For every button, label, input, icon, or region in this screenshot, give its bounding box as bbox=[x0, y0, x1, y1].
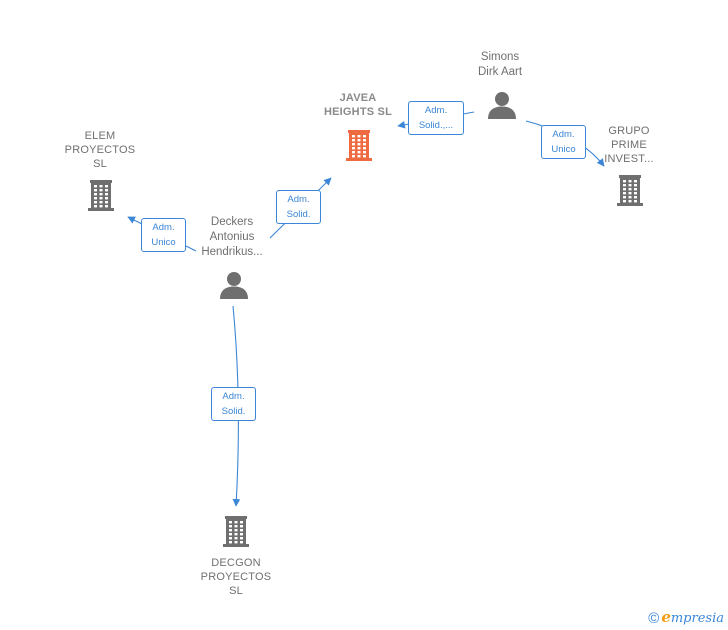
edge-label-line: Unico bbox=[551, 144, 576, 155]
brand-name: mpresia bbox=[670, 611, 724, 626]
node-label-elem[interactable]: ELEM PROYECTOS SL bbox=[52, 129, 148, 171]
edges-layer bbox=[127, 111, 605, 507]
javea-line-2: HEIGHTS SL bbox=[323, 106, 392, 118]
building-icon[interactable] bbox=[221, 514, 251, 548]
edge-label-simons-javea[interactable]: Adm. Solid.,... bbox=[408, 101, 464, 135]
edge-label-simons-grupo[interactable]: Adm. Unico bbox=[541, 125, 586, 159]
edge-label-line: Solid. bbox=[286, 209, 311, 220]
grupo-line-2: PRIME bbox=[611, 139, 647, 151]
decgon-line-3: SL bbox=[229, 585, 243, 597]
edge-label-line: Adm. bbox=[287, 194, 310, 205]
simons-line-2: Dirk Aart bbox=[477, 66, 523, 78]
person-icon[interactable] bbox=[219, 270, 249, 300]
decgon-line-1: DECGON bbox=[211, 557, 261, 569]
node-label-deckers[interactable]: Deckers Antonius Hendrikus... bbox=[182, 215, 282, 260]
edge-label-deckers-decgon[interactable]: Adm. Solid. bbox=[211, 387, 256, 421]
edge-label-deckers-javea[interactable]: Adm. Solid. bbox=[276, 190, 321, 224]
edge-label-line: Adm. bbox=[222, 391, 245, 402]
deckers-line-1: Deckers bbox=[210, 216, 254, 228]
edge-label-line: Adm. bbox=[152, 222, 175, 233]
copyright-symbol: © bbox=[648, 610, 660, 627]
elem-line-2: PROYECTOS bbox=[64, 144, 136, 156]
javea-line-1: JAVEA bbox=[339, 92, 377, 104]
brand-initial: e bbox=[661, 608, 671, 626]
edge-label-line: Unico bbox=[151, 237, 176, 248]
elem-line-1: ELEM bbox=[84, 130, 116, 142]
person-icon[interactable] bbox=[487, 90, 517, 120]
deckers-line-3: Hendrikus... bbox=[201, 246, 263, 258]
edge-label-deckers-elem[interactable]: Adm. Unico bbox=[141, 218, 186, 252]
node-label-grupo[interactable]: GRUPO PRIME INVEST... bbox=[581, 124, 677, 166]
grupo-line-3: INVEST... bbox=[604, 153, 654, 165]
building-icon[interactable] bbox=[615, 173, 645, 207]
simons-line-1: Simons bbox=[480, 51, 520, 63]
decgon-line-2: PROYECTOS bbox=[200, 571, 272, 583]
empresia-logo: ©empresia bbox=[648, 608, 724, 627]
edge-label-line: Solid.,... bbox=[418, 120, 454, 131]
edge-label-line: Solid. bbox=[221, 406, 246, 417]
edge-label-line: Adm. bbox=[424, 105, 448, 116]
deckers-line-2: Antonius bbox=[209, 231, 255, 243]
building-icon[interactable] bbox=[344, 128, 374, 162]
elem-line-3: SL bbox=[93, 158, 107, 170]
node-label-simons[interactable]: Simons Dirk Aart bbox=[452, 50, 548, 80]
edge-label-line: Adm. bbox=[552, 129, 575, 140]
building-icon[interactable] bbox=[86, 178, 116, 212]
node-label-decgon[interactable]: DECGON PROYECTOS SL bbox=[186, 556, 286, 598]
grupo-line-1: GRUPO bbox=[608, 125, 650, 137]
node-label-javea[interactable]: JAVEA HEIGHTS SL bbox=[310, 91, 406, 119]
